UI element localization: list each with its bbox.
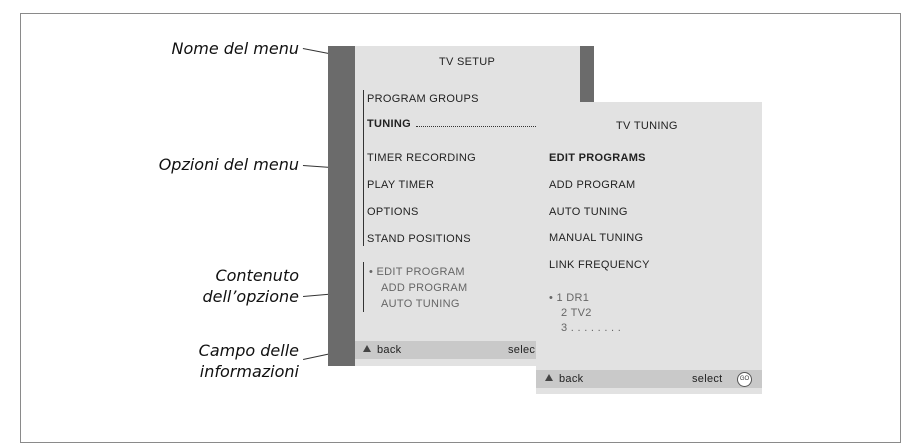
option-content-line: AUTO TUNING [381,298,460,310]
tv-setup-title: TV SETUP [439,56,496,68]
menu-item-play-timer[interactable]: PLAY TIMER [367,179,435,191]
program-list-line: • 1 DR1 [549,292,590,304]
back-triangle-icon [363,345,371,352]
tuning-connector [416,126,604,127]
tv-tuning-title: TV TUNING [616,120,678,132]
program-list-line: 3 . . . . . . . . [561,322,622,334]
tuning-item-edit-programs[interactable]: EDIT PROGRAMS [549,152,646,164]
tuning-item-manual-tuning[interactable]: MANUAL TUNING [549,232,644,244]
back-label[interactable]: back [559,373,584,385]
program-list-line: 2 TV2 [561,307,592,319]
tv-setup-info-field [355,341,580,359]
callout-option-content: Contenuto dell’opzione [202,266,299,306]
callout-info-field: Campo delle informazioni [198,341,299,381]
menu-item-options[interactable]: OPTIONS [367,206,419,218]
tuning-item-add-program[interactable]: ADD PROGRAM [549,179,636,191]
callout-menu-options: Opzioni del menu [158,155,299,174]
option-content-line: ADD PROGRAM [381,282,468,294]
menu-item-stand-positions[interactable]: STAND POSITIONS [367,233,471,245]
menu-options-bracket [363,90,364,246]
back-label[interactable]: back [377,344,402,356]
tv-tuning-info-field [536,370,762,388]
option-content-bracket [363,262,364,312]
callout-menu-name: Nome del menu [171,39,299,58]
tuning-item-auto-tuning[interactable]: AUTO TUNING [549,206,628,218]
go-button-icon[interactable]: GO [737,372,752,387]
tv-tuning-panel [536,102,762,394]
menu-item-program-groups[interactable]: PROGRAM GROUPS [367,93,479,105]
back-triangle-icon [545,374,553,381]
menu-item-timer-recording[interactable]: TIMER RECORDING [367,152,476,164]
menu-item-tuning[interactable]: TUNING [367,118,411,130]
select-label[interactable]: selec [508,344,536,356]
tuning-item-link-frequency[interactable]: LINK FREQUENCY [549,259,650,271]
select-label[interactable]: select [692,373,723,385]
option-content-line: • EDIT PROGRAM [369,266,465,278]
